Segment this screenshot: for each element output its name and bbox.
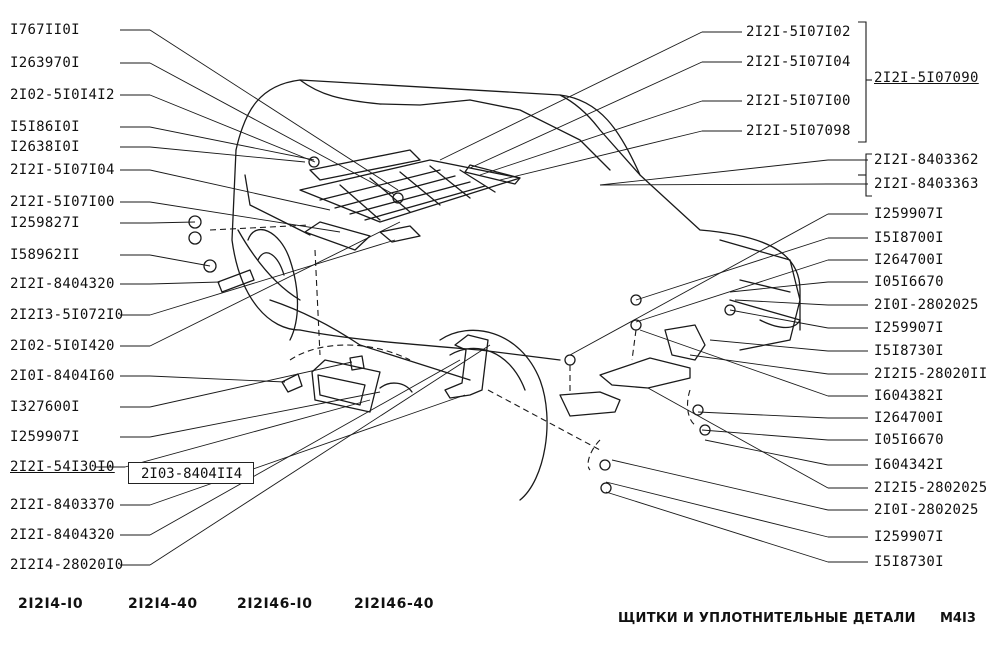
leader-right-13 <box>709 339 829 352</box>
callout-left-4: I5I86I0I <box>10 119 80 135</box>
callout-right-11: 2I0I-2802025 <box>874 297 979 313</box>
callout-left-1: I767II0I <box>10 22 80 38</box>
callout-left-7: 2I2I-5I07I00 <box>10 194 115 210</box>
leader-right-14 <box>689 354 829 375</box>
leader-right-10 <box>729 281 829 293</box>
leader-left-5 <box>149 146 306 163</box>
leader-left-18 <box>149 359 461 536</box>
leader-left-19 <box>149 344 491 566</box>
callout-left-8: I259827I <box>10 215 80 231</box>
leader-right-16 <box>697 411 829 419</box>
callout-left-9: I58962II <box>10 247 80 263</box>
leader-right-18 <box>704 439 829 466</box>
model-3: 2I2I46-I0 <box>237 596 313 612</box>
leader-left-8 <box>149 221 196 224</box>
leader-left-1 <box>149 29 399 191</box>
leader-right-19 <box>647 387 829 489</box>
callout-right-19: 2I2I5-2802025 <box>874 480 988 496</box>
callout-right-14: 2I2I5-28020II <box>874 366 988 382</box>
callout-left-6: 2I2I-5I07I04 <box>10 162 115 178</box>
leader-left-12 <box>149 221 401 347</box>
leader-left-2 <box>149 62 396 196</box>
leader-right-3 <box>479 100 703 176</box>
leader-right-2 <box>469 61 703 169</box>
callout-right-7: I259907I <box>874 206 944 222</box>
sheet-title: ЩИТКИ И УПЛОТНИТЕЛЬНЫЕ ДЕТАЛИ <box>618 611 916 626</box>
leader-right-11 <box>734 299 829 306</box>
leader-right-4 <box>499 130 703 181</box>
callout-left-14: I327600I <box>10 399 80 415</box>
callout-right-17: I05I6670 <box>874 432 944 448</box>
leader-left-17 <box>149 394 466 506</box>
group-label: 2I2I-5I07090 <box>874 70 979 86</box>
model-2: 2I2I4-40 <box>128 596 198 612</box>
callout-right-8: I5I8700I <box>874 230 944 246</box>
callout-right-5: 2I2I-8403362 <box>874 152 979 168</box>
callout-right-15: I604382I <box>874 388 944 404</box>
callout-right-16: I264700I <box>874 410 944 426</box>
leader-left-14 <box>149 361 353 408</box>
callout-left-13: 2I0I-8404I60 <box>10 368 115 384</box>
callout-left-2: I263970I <box>10 55 80 71</box>
callout-left-3: 2I02-5I0I4I2 <box>10 87 115 103</box>
callout-right-10: I05I6670 <box>874 274 944 290</box>
leader-right-20 <box>611 459 829 511</box>
callout-right-12: I259907I <box>874 320 944 336</box>
leader-left-4 <box>149 126 315 161</box>
callout-right-6: 2I2I-8403363 <box>874 176 979 192</box>
model-4: 2I2I46-40 <box>354 596 435 612</box>
leader-right-1 <box>439 31 703 161</box>
callout-left-10: 2I2I-8404320 <box>10 276 115 292</box>
callout-left-19: 2I2I4-28020I0 <box>10 557 124 573</box>
leader-left-9 <box>149 254 211 267</box>
callout-right-13: I5I8730I <box>874 343 944 359</box>
callout-left-11: 2I2I3-5I072I0 <box>10 307 124 323</box>
leader-left-16 <box>124 399 371 468</box>
leader-left-15 <box>149 391 381 438</box>
callout-right-2: 2I2I-5I07I04 <box>746 54 851 70</box>
leader-left-7 <box>149 201 341 233</box>
leader-left-10 <box>149 281 221 285</box>
sheet-number: M4I3 <box>940 611 976 626</box>
leader-right-7 <box>569 213 829 356</box>
leader-left-13 <box>149 375 286 383</box>
callout-left-16: 2I2I-54I30I0 <box>10 459 115 475</box>
callout-right-1: 2I2I-5I07I02 <box>746 24 851 40</box>
leader-right-17 <box>701 429 829 441</box>
leader-right-22 <box>605 491 829 563</box>
leader-right-6 <box>599 183 829 186</box>
callout-left-5: I2638I0I <box>10 139 80 155</box>
callout-right-18: I604342I <box>874 457 944 473</box>
leader-right-15 <box>639 329 829 397</box>
leader-right-21 <box>605 481 829 538</box>
callout-right-21: I259907I <box>874 529 944 545</box>
leader-left-6 <box>149 169 331 211</box>
model-1: 2I2I4-I0 <box>18 596 84 612</box>
leader-left-3 <box>149 94 316 163</box>
callout-right-4: 2I2I-5I07098 <box>746 123 851 139</box>
leader-left-11 <box>149 239 396 316</box>
boxed-callout: 2I03-8404II4 <box>128 462 254 484</box>
callout-right-3: 2I2I-5I07I00 <box>746 93 851 109</box>
callout-left-18: 2I2I-8404320 <box>10 527 115 543</box>
callout-right-20: 2I0I-2802025 <box>874 502 979 518</box>
callout-left-17: 2I2I-8403370 <box>10 497 115 513</box>
callout-left-15: I259907I <box>10 429 80 445</box>
callout-left-12: 2I02-5I0I420 <box>10 338 115 354</box>
leader-right-9 <box>635 259 829 323</box>
callout-right-9: I264700I <box>874 252 944 268</box>
leader-right-12 <box>729 309 829 329</box>
callout-right-22: I5I8730I <box>874 554 944 570</box>
leader-right-8 <box>635 237 829 301</box>
leader-right-5 <box>599 159 829 186</box>
